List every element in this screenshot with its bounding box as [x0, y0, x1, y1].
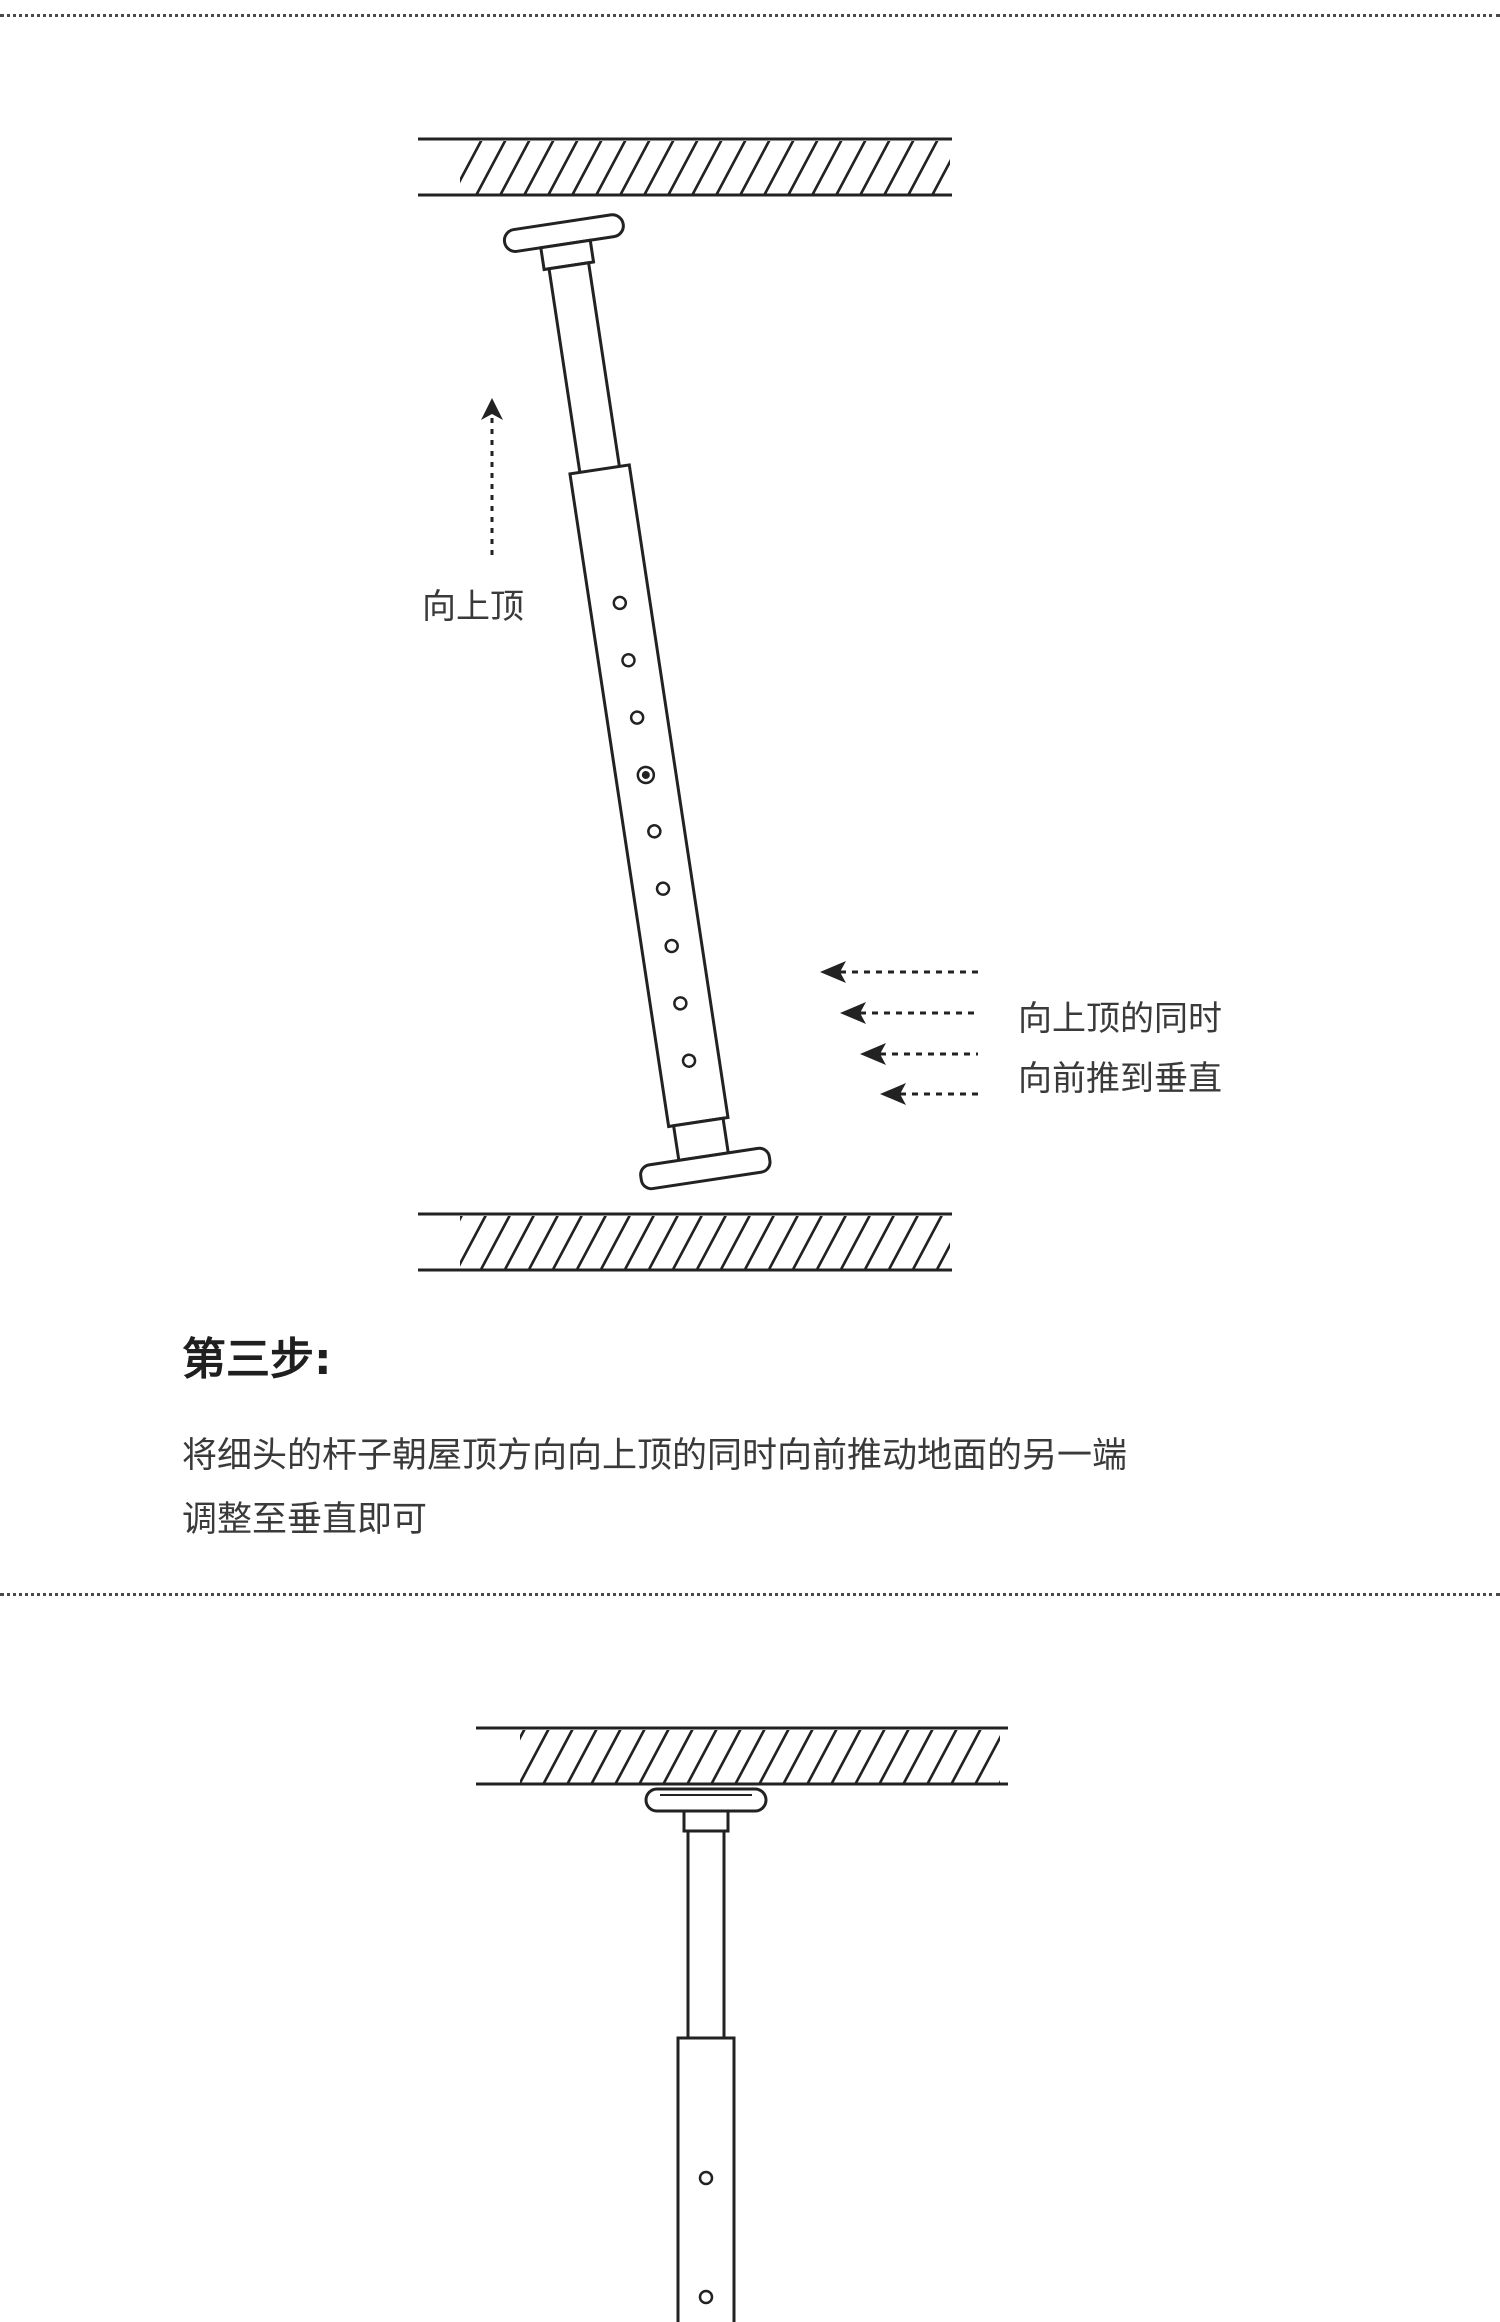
push-up-label: 向上顶 — [422, 587, 524, 627]
ceiling-slab-top — [418, 137, 952, 197]
up-arrow-icon — [481, 398, 503, 555]
rod-thick-tube — [568, 463, 730, 1129]
step-description: 将细头的杆子朝屋顶方向向上顶的同时向前推动地面的另一端 调整至垂直即可 — [182, 1424, 1332, 1552]
vertical-rod — [644, 1787, 768, 2322]
push-line1-label: 向上顶的同时 — [1018, 999, 1222, 1039]
vertical-rod-top-cap — [644, 1787, 768, 1813]
push-line2-label: 向前推到垂直 — [1018, 1059, 1222, 1099]
rod-holes — [612, 595, 697, 1068]
step-desc-line2: 调整至垂直即可 — [182, 1500, 428, 1540]
rod-bottom-cap — [639, 1146, 772, 1191]
vertical-rod-thick-tube — [676, 2036, 736, 2322]
rod-thin-tube — [547, 261, 622, 479]
step-desc-line1: 将细头的杆子朝屋顶方向向上顶的同时向前推动地面的另一端 — [182, 1436, 1128, 1476]
step-title: 第三步: — [182, 1334, 332, 1385]
vertical-rod-thin-tube — [686, 1829, 726, 2043]
push-arrows-icon — [840, 970, 978, 1096]
ceiling-slab-bottom-diagram — [476, 1726, 1008, 1786]
floor-slab-bottom — [418, 1212, 952, 1272]
middle-divider — [0, 1593, 1500, 1596]
top-divider — [0, 14, 1500, 17]
tilted-rod — [502, 213, 772, 1191]
